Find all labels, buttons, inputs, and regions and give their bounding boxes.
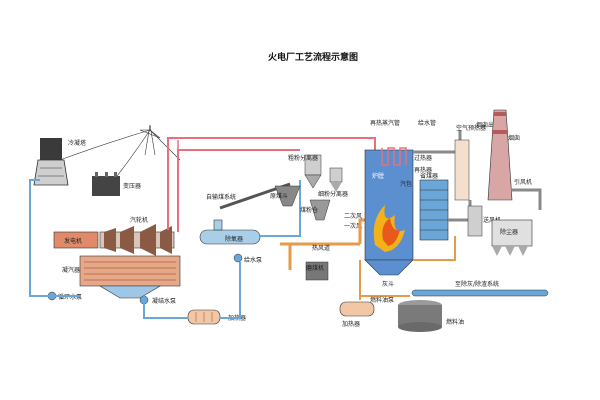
generator <box>53 231 99 249</box>
air-heater-label: 空气预热器 <box>456 124 486 132</box>
superheater-label: 过热器 <box>414 154 432 162</box>
ash-conveyor <box>411 289 549 297</box>
drum-label: 汽包 <box>400 180 412 188</box>
pipes <box>29 137 376 319</box>
ash-system-label: 至除灰/除渣系统 <box>455 280 499 288</box>
deaerator <box>199 219 261 245</box>
generator-label: 发电机 <box>64 237 82 245</box>
economizer <box>419 179 449 241</box>
air-heater <box>454 139 470 201</box>
coal-bin <box>274 185 301 207</box>
heater-left <box>187 309 221 325</box>
hot-air-label: 热风道 <box>312 244 330 252</box>
pulverized-bin-label: 煤粉仓 <box>300 206 318 214</box>
feedwater-line <box>260 180 301 237</box>
ash-hopper-label: 灰斗 <box>382 280 394 288</box>
turbine <box>99 224 175 256</box>
feed-pump <box>233 253 243 263</box>
auto-coal-label: 自输煤系统 <box>206 193 236 201</box>
deaerator-label: 除氧器 <box>225 235 243 243</box>
chimney <box>487 109 513 201</box>
main-steam-pipe <box>167 137 376 230</box>
condensate-pump-label: 凝结水泵 <box>152 297 176 305</box>
turbine-label: 汽轮机 <box>130 216 148 224</box>
heater-right-label: 加热器 <box>342 320 360 328</box>
fuel-oil-label: 燃料油 <box>446 318 464 326</box>
blower <box>467 205 483 237</box>
induced-fan-label: 引风机 <box>514 178 532 186</box>
coarse-sep-label: 粗粉分离器 <box>288 154 318 162</box>
condensate-line <box>143 296 188 319</box>
condenser-label: 凝汽器 <box>62 266 80 274</box>
fuel-oil-tank <box>398 300 442 332</box>
heater-to-pump <box>220 262 241 319</box>
flue-outlet-label: 烟囱出口 <box>476 121 500 129</box>
diagram-title: 火电厂工艺流程示意图 <box>268 51 358 63</box>
dust-collector <box>491 219 533 256</box>
transformer-label: 变压器 <box>123 182 141 190</box>
air-duct <box>359 236 456 300</box>
condenser <box>79 255 181 299</box>
cooling-tower <box>33 138 69 186</box>
dust-collector-label: 除尘器 <box>500 228 518 236</box>
chimney-label: 烟囱 <box>508 134 520 142</box>
feedwater-pipe-label: 给水管 <box>418 119 436 127</box>
circ-line <box>29 179 56 297</box>
fine-sep-label: 细粉分离器 <box>318 190 348 198</box>
feed-pump-label: 给水泵 <box>244 256 262 264</box>
reheat-steam-label: 再热蒸汽管 <box>370 119 400 127</box>
transformer <box>92 172 120 196</box>
coal-mill <box>305 261 329 281</box>
coal-bin-label: 原煤斗 <box>270 192 288 200</box>
heater-right <box>339 301 375 317</box>
fuel-pump-label: 燃料油泵 <box>370 296 394 304</box>
induced-fan <box>512 188 542 210</box>
reheater-label: 再热器 <box>414 166 432 174</box>
secondary-air-label: 二次风 <box>344 212 362 220</box>
cooling-tower-label: 冷凝塔 <box>68 139 86 147</box>
primary-air-label: 一次风 <box>344 222 362 230</box>
fine-separator <box>329 167 343 192</box>
coal-mill-label: 磨煤机 <box>306 264 324 272</box>
coarse-separator <box>304 154 322 189</box>
boiler <box>364 147 414 276</box>
pulverized-bin <box>309 199 331 221</box>
furnace-label: 炉膛 <box>372 172 384 180</box>
economizer-label: 省煤器 <box>420 172 438 180</box>
